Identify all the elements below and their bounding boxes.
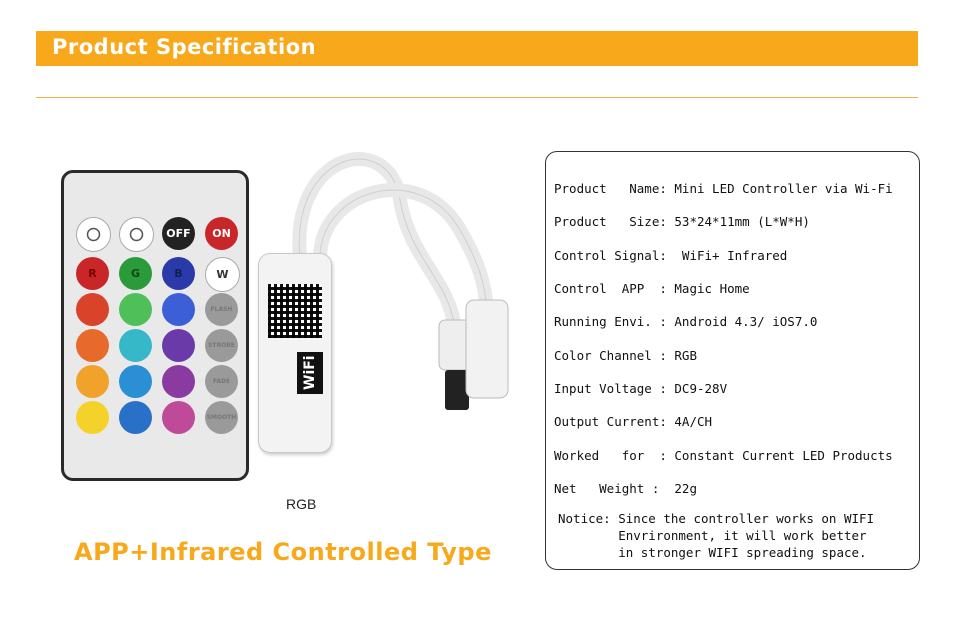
color-key [76,365,109,398]
color-key [76,293,109,326]
color-key [119,365,152,398]
color-key [162,293,195,326]
strobe-key: STROBE [205,329,238,362]
red-key: R [76,257,109,290]
header-banner: Product Specification [36,31,918,66]
color-key [119,401,152,434]
sun-icon [129,227,144,242]
smooth-key: SMOOTH [205,401,238,434]
green-key: G [119,257,152,290]
color-key [76,329,109,362]
color-key [162,329,195,362]
color-key [162,401,195,434]
on-key: ON [205,217,238,250]
color-key [119,293,152,326]
specification-panel: Product Name: Mini LED Controller via Wi… [545,151,920,570]
wifi-controller-image: WiFi [258,253,332,453]
blue-key: B [162,257,195,290]
type-caption: APP+Infrared Controlled Type [74,538,492,566]
rgb-caption: RGB [286,496,317,512]
spec-row: Product Size: 53*24*11mm (L*W*H) [554,214,810,229]
brightness-up-key [76,217,111,252]
off-key: OFF [162,217,195,250]
spec-row: Output Current: 4A/CH [554,414,713,429]
color-key [76,401,109,434]
color-key [162,365,195,398]
spec-row: Color Channel : RGB [554,348,697,363]
remote-control-image: OFF ON R G B W FLASH STROBE FADE SMOOTH [61,170,249,481]
spec-row: Input Voltage : DC9-28V [554,381,728,396]
page-title: Product Specification [52,35,317,59]
brightness-down-key [119,217,154,252]
flash-key: FLASH [205,293,238,326]
color-key [119,329,152,362]
notice-text: Notice: Since the controller works on WI… [558,511,875,560]
wifi-logo: WiFi [297,352,323,394]
spec-row: Net Weight : 22g [554,481,697,496]
qr-code-image [268,284,322,338]
spec-row: Running Envi. : Android 4.3/ iOS7.0 [554,314,818,329]
sun-icon [86,227,101,242]
white-key: W [205,257,240,292]
divider [36,97,918,98]
spec-row: Control APP : Magic Home [554,281,750,296]
fade-key: FADE [205,365,238,398]
spec-row: Product Name: Mini LED Controller via Wi… [554,181,893,196]
spec-row: Worked for : Constant Current LED Produc… [554,448,893,463]
spec-row: Control Signal: WiFi+ Infrared [554,248,788,263]
